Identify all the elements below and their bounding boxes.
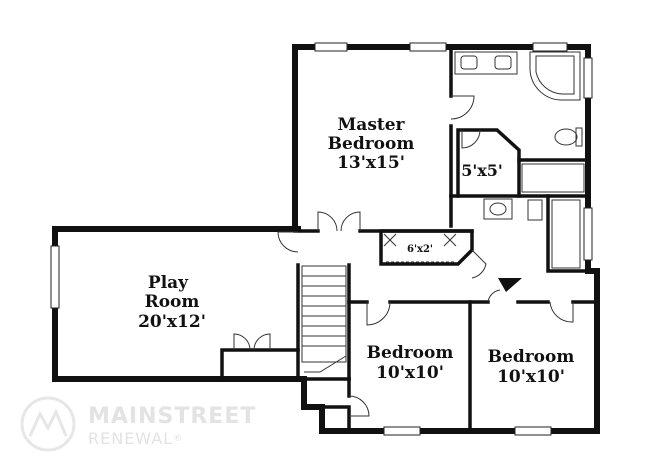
- window: [532, 42, 568, 52]
- play-closet-door-left: [233, 333, 251, 351]
- window: [50, 245, 60, 309]
- hall-column: [498, 278, 522, 292]
- closet-5x5-door: [461, 129, 481, 149]
- bath-fixtures: [454, 51, 585, 269]
- double-vanity: [454, 51, 518, 75]
- window: [383, 426, 421, 436]
- lower-closet-door: [348, 395, 370, 417]
- hall-door: [487, 289, 501, 303]
- master-name-line2: Bedroom: [328, 134, 415, 154]
- tub-icon: [521, 163, 585, 193]
- master-name-line1: Master: [337, 115, 405, 135]
- closet-shelf-mark: [443, 233, 457, 247]
- watermark-line1: MAINSTREET: [88, 404, 256, 429]
- sink-icon: [489, 202, 507, 216]
- bath-wall: [546, 194, 590, 273]
- play-name-line2: Room: [145, 292, 200, 312]
- toilet-icon: [554, 128, 578, 146]
- watermark-registered-mark: ®: [173, 434, 182, 444]
- stair-landing: [304, 355, 347, 373]
- sink-icon: [494, 55, 512, 70]
- toilet-icon: [527, 199, 543, 221]
- closet-5x5-wall: [456, 128, 521, 198]
- room-labels: Master Bedroom 13'x15' 5'x5' 6'x2' Play …: [138, 115, 574, 387]
- window: [514, 426, 552, 436]
- bedroom-left-name: Bedroom: [367, 343, 454, 363]
- window: [314, 42, 348, 52]
- hall-vanity: [483, 198, 513, 220]
- closet-shelf-mark: [383, 233, 397, 247]
- window: [409, 42, 447, 52]
- hall-bath-door: [471, 249, 487, 279]
- bedroom-right-size: 10'x10': [497, 367, 565, 387]
- stair-outer-wall: [301, 376, 325, 434]
- closet-wall: [320, 405, 351, 433]
- hall-tub-icon: [551, 199, 581, 269]
- master-size: 13'x15': [337, 153, 405, 173]
- watermark-logo: MAINSTREET RENEWAL ®: [20, 396, 256, 452]
- staircase: [301, 265, 347, 373]
- bedroom-left-door: [366, 301, 391, 326]
- sink-icon: [460, 55, 478, 70]
- logo-ring-icon: [20, 396, 76, 452]
- tub-inner: [535, 55, 575, 95]
- bedroom-right-door: [549, 301, 574, 323]
- play-name-line1: Play: [148, 273, 189, 293]
- bath-door: [450, 95, 475, 120]
- play-room-door: [277, 231, 299, 253]
- logo-house-icon: [28, 408, 68, 437]
- stair-outline: [301, 265, 347, 363]
- toilet-tank: [575, 127, 583, 147]
- window: [583, 57, 593, 99]
- play-closet-wall: [220, 348, 300, 381]
- closet-5x5-size: 5'x5': [461, 161, 503, 180]
- windows: [50, 42, 593, 436]
- interior-walls: [220, 45, 599, 433]
- window: [583, 207, 593, 261]
- bedroom-right-name: Bedroom: [488, 347, 575, 367]
- master-door-right: [340, 211, 361, 232]
- bedrooms-outer-wall: [319, 268, 600, 434]
- corner-tub-icon: [529, 51, 581, 101]
- closet-6x2-size: 6'x2': [407, 244, 433, 255]
- watermark-line2: RENEWAL: [88, 429, 173, 448]
- master-door-left: [317, 211, 338, 232]
- doors: [233, 95, 574, 417]
- play-size: 20'x12': [138, 312, 206, 332]
- play-closet-door-right: [253, 333, 271, 351]
- bedroom-left-size: 10'x10': [376, 363, 444, 383]
